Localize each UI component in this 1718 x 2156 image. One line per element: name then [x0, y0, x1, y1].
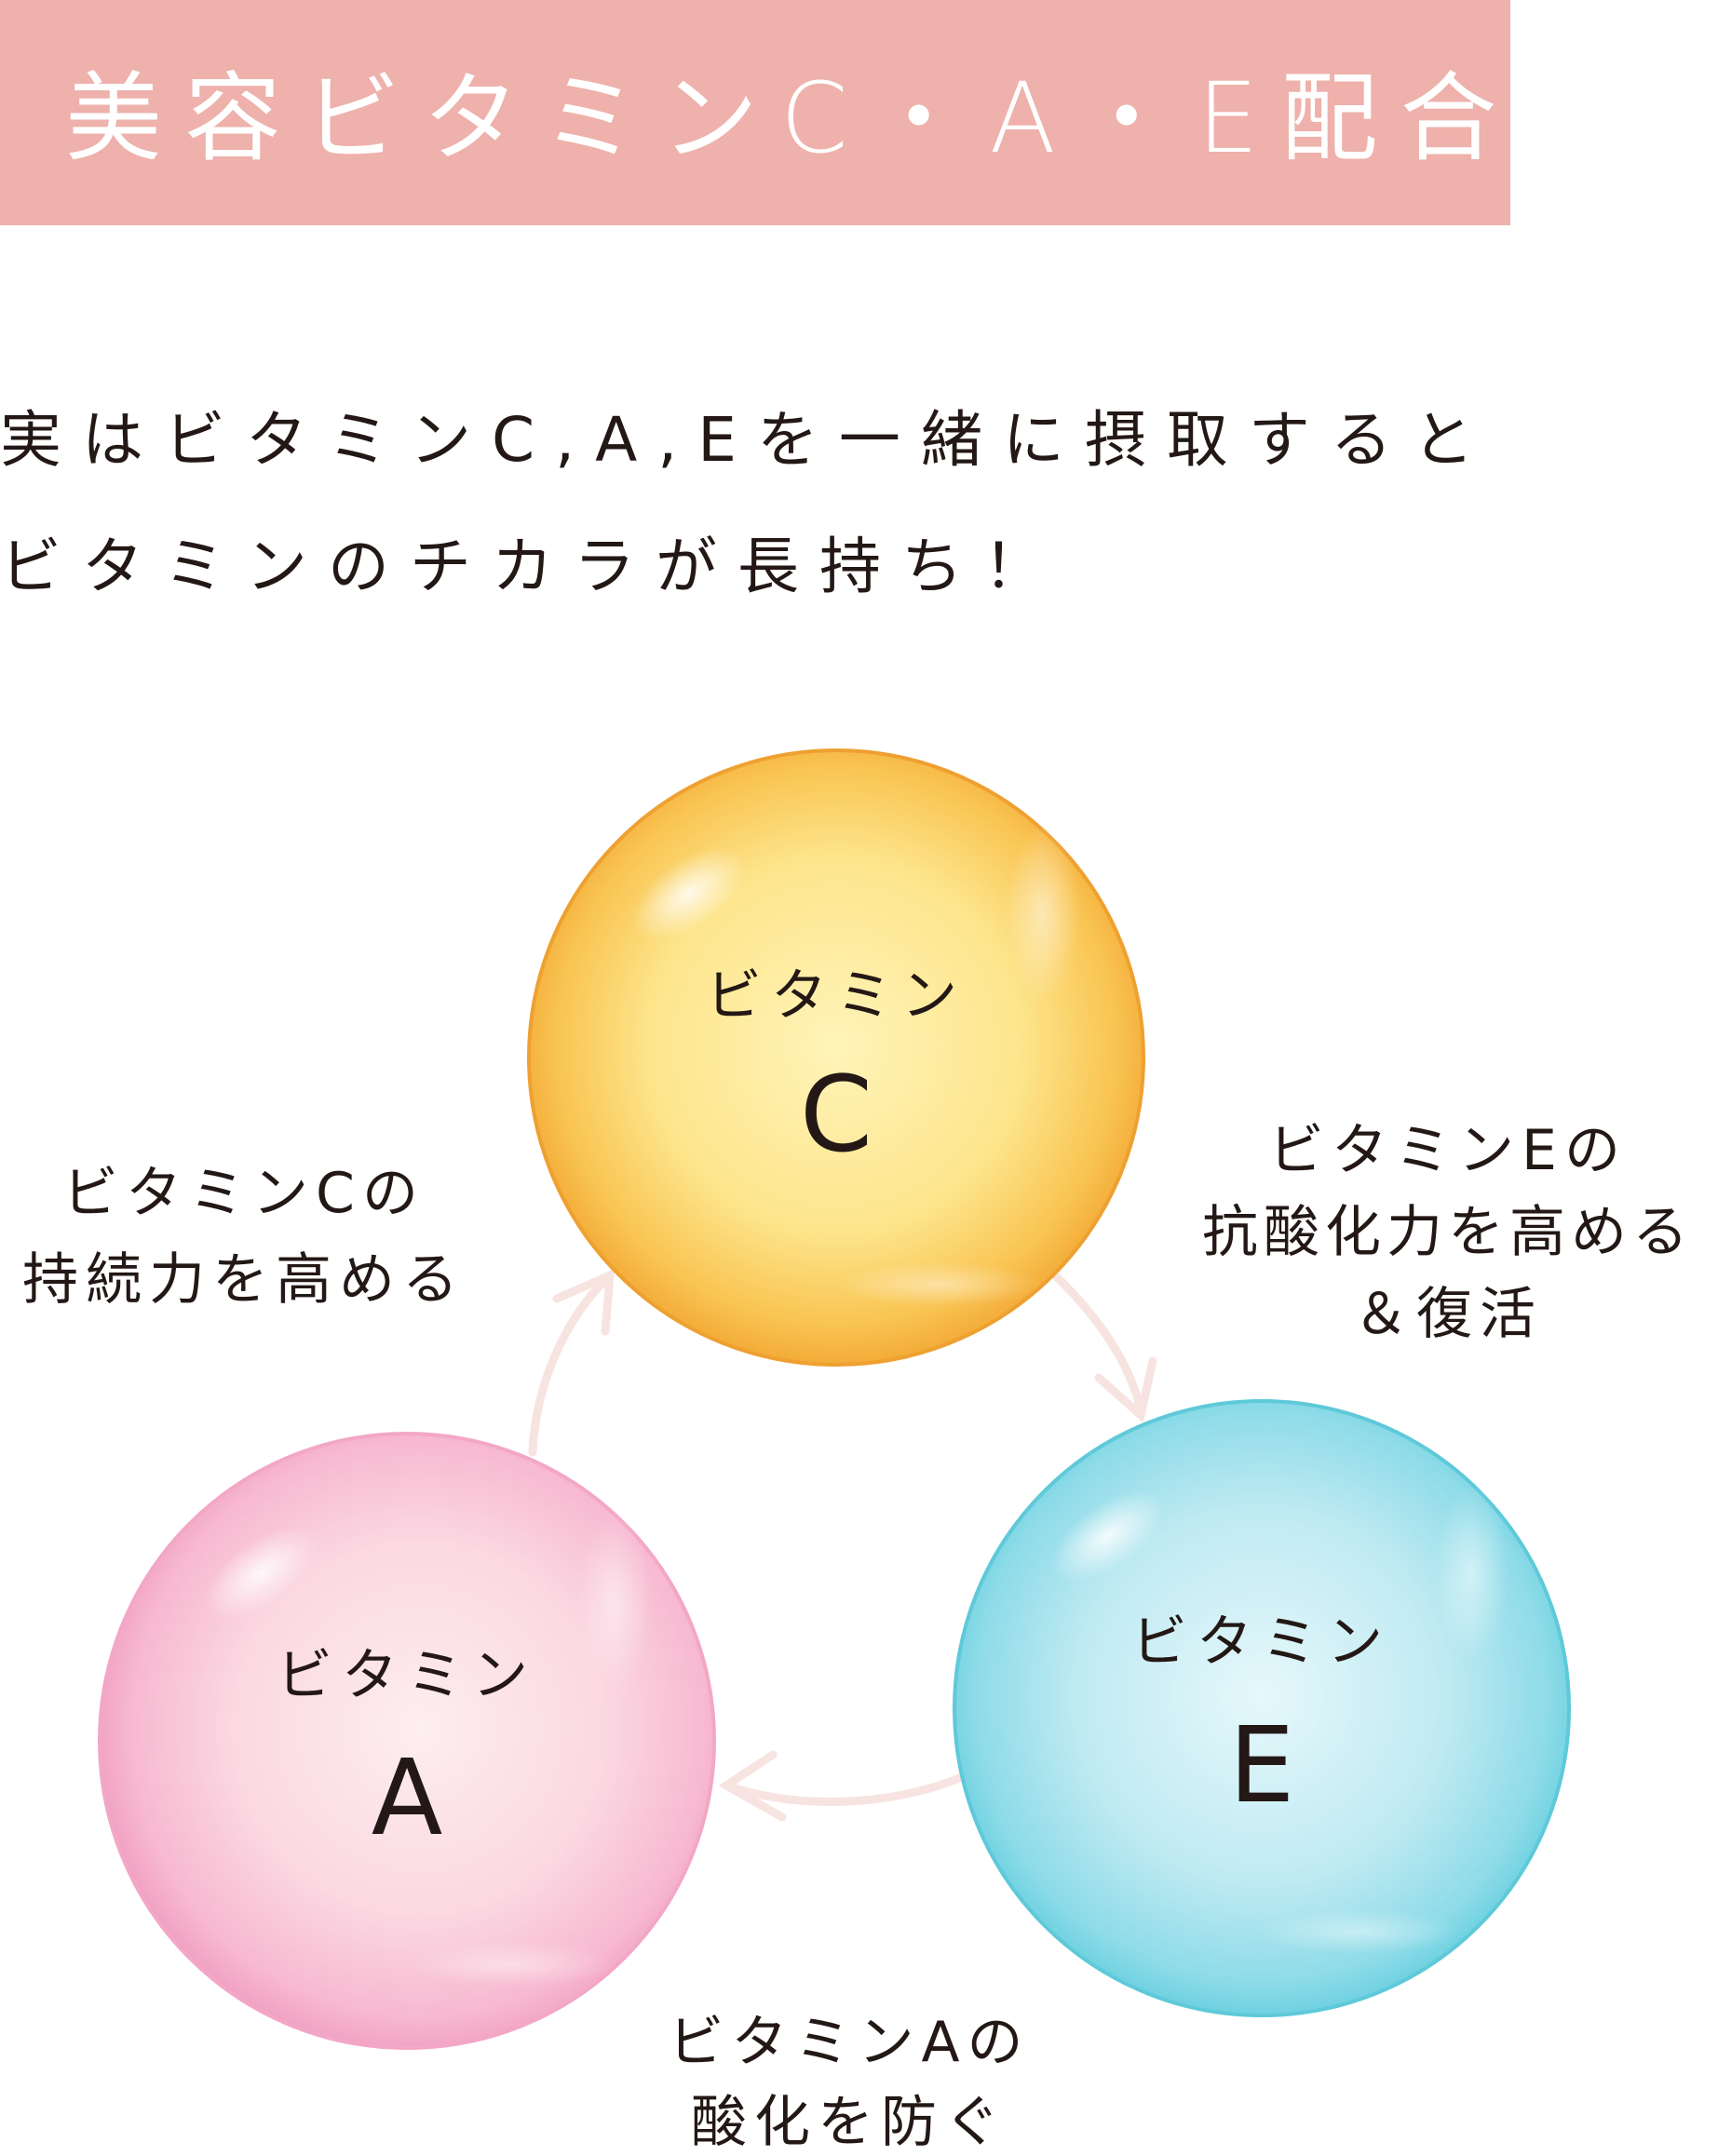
note-e-line-1: ビタミンEの — [1268, 1118, 1628, 1183]
note-vitamin-e: ビタミンEの 抗酸化力を高める ＆復活 — [1202, 1118, 1694, 1347]
bubble-vitamin-c: ビタミン C — [527, 748, 1145, 1367]
banner-title: 美容ビタミンC・A・E配合 — [65, 61, 1520, 175]
arrow-c-to-e — [1052, 1273, 1145, 1415]
bubble-c-letter: C — [800, 1055, 873, 1176]
bubble-vitamin-a: ビタミン A — [98, 1432, 716, 2050]
note-c-line-1: ビタミンCの — [62, 1161, 426, 1226]
arrow-e-to-a-head — [718, 1750, 787, 1822]
note-vitamin-c: ビタミンCの 持続力を高める — [22, 1161, 466, 1313]
note-e-line-3: ＆復活 — [1353, 1282, 1543, 1347]
bubble-c-prefix: ビタミン — [706, 963, 967, 1029]
arrow-a-to-c — [528, 1275, 610, 1457]
note-a-line-2: 酸化を防ぐ — [691, 2090, 1008, 2155]
arrow-a-to-c-head — [552, 1268, 616, 1336]
note-a-line-1: ビタミンAの — [668, 2010, 1030, 2075]
note-c-line-2: 持続力を高める — [22, 1247, 466, 1313]
title-banner: 美容ビタミンC・A・E配合 — [0, 0, 1510, 225]
bubble-e-letter: E — [1229, 1705, 1295, 1826]
arrow-e-to-a — [722, 1772, 968, 1806]
bubble-a-prefix: ビタミン — [277, 1643, 537, 1708]
intro-text: 実はビタミンC,A,Eを一緒に摂取すると ビタミンのチカラが長持ち！ — [0, 377, 1508, 630]
note-e-line-2: 抗酸化力を高める — [1202, 1200, 1694, 1265]
intro-line-1: 実はビタミンC,A,Eを一緒に摂取すると — [0, 404, 1495, 476]
bubble-vitamin-e: ビタミン E — [953, 1399, 1571, 2017]
cycle-arrows — [528, 1268, 1157, 1822]
bubble-e-prefix: ビタミン — [1131, 1610, 1392, 1675]
note-vitamin-a: ビタミンAの 酸化を防ぐ — [668, 2010, 1030, 2155]
bubble-a-letter: A — [372, 1738, 443, 1859]
intro-line-2: ビタミンのチカラが長持ち！ — [0, 531, 1065, 602]
arrow-c-to-e-head — [1094, 1356, 1157, 1423]
